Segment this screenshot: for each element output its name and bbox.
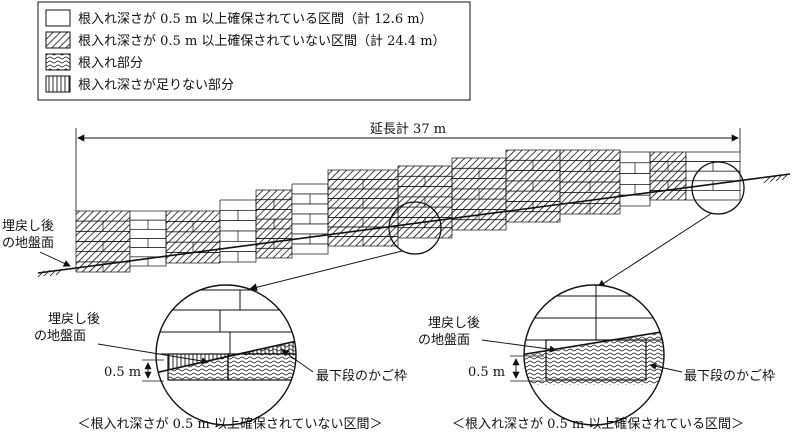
zoom-connector-left	[249, 250, 403, 292]
gabion-block-insufficient	[75, 230, 131, 242]
gabion-block-sufficient	[619, 173, 651, 185]
gabion-block-insufficient	[397, 227, 453, 239]
gabion-block-sufficient	[619, 151, 651, 164]
ground-label-leader	[39, 251, 71, 267]
detail-left-depth-label: 0.5 m	[104, 365, 141, 380]
gabion-block-sufficient	[685, 190, 741, 201]
legend-swatch-vertical	[45, 75, 71, 93]
gabion-block-sufficient	[291, 203, 329, 215]
detail-left-circle	[155, 284, 297, 426]
gabion-block-insufficient	[397, 165, 453, 177]
gabion-block-sufficient	[619, 194, 651, 207]
legend-swatch-blank	[45, 9, 71, 27]
gabion-block-insufficient	[397, 186, 453, 198]
gabion-block-insufficient	[559, 149, 621, 162]
detail-left-ground-label-line2: の地盤面	[34, 329, 86, 344]
zoom-circle-left	[388, 201, 442, 255]
zoom-circle-right	[691, 161, 745, 215]
gabion-block-insufficient	[505, 170, 561, 182]
gabion-block-sufficient	[291, 223, 329, 235]
length-label: 延長計 37 m	[370, 121, 446, 137]
detail-right-depth-label: 0.5 m	[468, 365, 505, 380]
gabion-block-insufficient	[451, 198, 507, 210]
gabion-block-sufficient	[291, 183, 329, 195]
legend-swatch-hatch	[45, 31, 71, 49]
detail-right-caption: ＜根入れ深さが 0.5 m 以上確保されている区間＞	[452, 416, 744, 432]
detail-left-frame-leader	[281, 349, 314, 373]
gabion-block-sufficient	[129, 228, 167, 239]
detail-right-circle	[523, 284, 665, 426]
gabion-block-insufficient	[255, 228, 293, 239]
gabion-block-insufficient	[255, 247, 293, 259]
gabion-block-insufficient	[451, 178, 507, 190]
gabion-block-sufficient	[219, 199, 257, 211]
gabion-block-sufficient	[129, 247, 167, 258]
gabion-wall	[75, 149, 741, 273]
gabion-block-insufficient	[255, 209, 293, 220]
detail-right: 埋戻し後 の地盤面 0.5 m 最下段のかご枠 ＜根入れ深さが 0.5 m 以上…	[418, 284, 775, 432]
legend: 根入れ深さが 0.5 m 以上確保されている区間（計 12.6 m） 根入れ深さ…	[37, 1, 471, 101]
gabion-block-insufficient	[451, 157, 507, 169]
detail-left-frame-label: 最下段のかご枠	[316, 368, 407, 384]
ground-label-line1: 埋戻し後	[2, 219, 54, 234]
gabion-block-insufficient	[649, 170, 687, 182]
detail-left-ground-leader	[97, 343, 209, 365]
detail-right-ground-label-line1: 埋戻し後	[428, 316, 480, 331]
gabion-block-insufficient	[451, 219, 507, 231]
gabion-block-insufficient	[165, 210, 221, 222]
gabion-block-insufficient	[327, 207, 399, 218]
detail-right-ground-label-line2: の地盤面	[418, 333, 470, 348]
gabion-block-insufficient	[327, 169, 399, 180]
gabion-block-insufficient	[505, 211, 561, 223]
legend-label-blank: 根入れ深さが 0.5 m 以上確保されている区間（計 12.6 m）	[78, 11, 433, 27]
detail-right-frame-label: 最下段のかご枠	[684, 368, 775, 384]
gabion-block-insufficient	[649, 151, 687, 162]
gabion-block-sufficient	[685, 151, 741, 162]
gabion-block-insufficient	[505, 149, 561, 161]
gabion-block-insufficient	[255, 189, 293, 201]
gabion-block-sufficient	[219, 220, 257, 232]
gabion-block-sufficient	[129, 210, 167, 221]
gabion-block-insufficient	[397, 206, 453, 218]
gabion-block-insufficient	[559, 170, 621, 183]
gabion-block-sufficient	[291, 243, 329, 255]
ground-hatch-marks	[37, 173, 789, 278]
gabion-block-insufficient	[505, 190, 561, 202]
ground-surface-line	[37, 173, 791, 274]
gabion-block-insufficient	[327, 226, 399, 237]
legend-box	[37, 1, 471, 101]
ground-label-line2: の地盤面	[2, 236, 54, 251]
gabion-block-insufficient	[327, 188, 399, 199]
legend-swatch-wave	[45, 53, 71, 71]
zoom-connector-right	[597, 212, 713, 288]
detail-left-ground-label-line1: 埋戻し後	[48, 312, 100, 327]
detail-right-ground-leader	[481, 339, 557, 353]
gabion-block-insufficient	[165, 252, 221, 264]
detail-right-frame-leader	[649, 362, 683, 373]
legend-label-hatch: 根入れ深さが 0.5 m 以上確保されていない区間（計 24.4 m）	[78, 33, 446, 49]
gabion-block-insufficient	[165, 231, 221, 243]
legend-label-vertical: 根入れ深さが足りない部分	[78, 78, 234, 93]
gabion-block-insufficient	[75, 210, 131, 222]
gabion-block-insufficient	[75, 251, 131, 263]
detail-left-caption: ＜根入れ深さが 0.5 m 以上確保されていない区間＞	[77, 416, 382, 432]
legend-label-wave: 根入れ部分	[78, 56, 143, 71]
detail-left: 埋戻し後 の地盤面 0.5 m 最下段のかご枠 ＜根入れ深さが 0.5 m 以上…	[34, 284, 407, 432]
length-dimension: 延長計 37 m	[75, 121, 741, 212]
